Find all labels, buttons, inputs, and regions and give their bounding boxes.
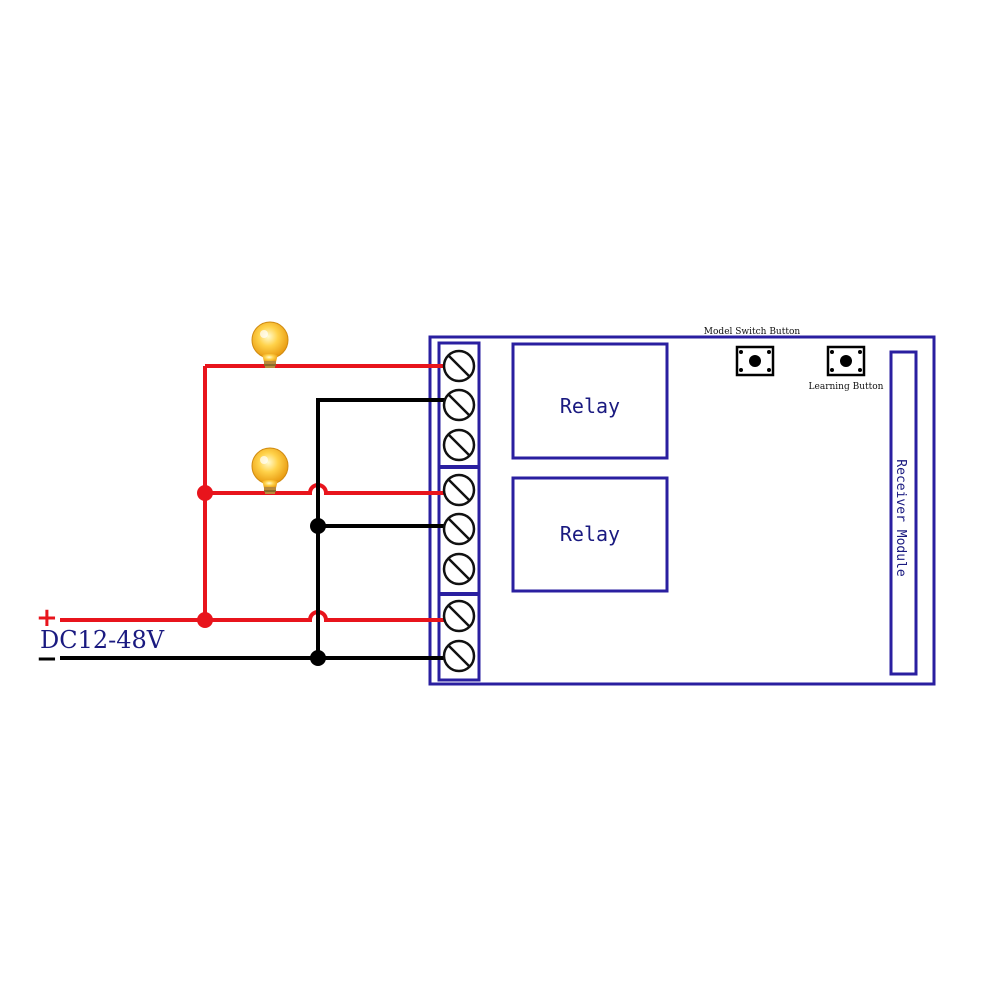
- terminal-screw: [442, 552, 476, 586]
- negative-terminal-sign: −: [36, 644, 58, 674]
- terminal-screw: [442, 639, 476, 673]
- light-bulb-1-icon: [251, 321, 289, 368]
- voltage-label: DC12-48V: [40, 626, 165, 654]
- lamp-2-wire: [205, 483, 450, 495]
- receiver-strip: Receiver Module: [889, 350, 918, 676]
- positive-terminal-sign: +: [36, 603, 58, 633]
- junction-dot-black-supply: [310, 650, 326, 666]
- positive-supply-wire: [60, 610, 450, 622]
- negative-wiring: [60, 398, 450, 660]
- model-switch-button-label: Model Switch Button: [704, 327, 801, 337]
- negative-return-vertical: [316, 398, 450, 658]
- terminal-screw: [442, 599, 476, 633]
- terminal-screw: [442, 388, 476, 422]
- positive-wiring: [60, 364, 450, 622]
- terminal-screws: [442, 349, 476, 673]
- relay-2-label: Relay: [560, 522, 620, 546]
- receiver-module-board: Relay Relay Model Switch Button Learning…: [428, 327, 936, 686]
- model-switch-button[interactable]: [735, 345, 775, 377]
- learning-button-label: Learning Button: [809, 382, 884, 392]
- learning-button[interactable]: [826, 345, 866, 377]
- junction-dot-red-supply: [197, 612, 213, 628]
- terminal-screw: [442, 512, 476, 546]
- receiver-module-label: Receiver Module: [893, 459, 908, 577]
- terminal-screw: [442, 473, 476, 507]
- relay-2: Relay: [511, 476, 669, 593]
- terminal-screw: [442, 349, 476, 383]
- junction-dot-red-lamp2: [197, 485, 213, 501]
- junction-dot-black-relay2: [310, 518, 326, 534]
- relay-1: Relay: [511, 342, 669, 460]
- terminal-screw: [442, 428, 476, 462]
- relay-1-label: Relay: [560, 394, 620, 418]
- light-bulb-2-icon: [251, 447, 289, 494]
